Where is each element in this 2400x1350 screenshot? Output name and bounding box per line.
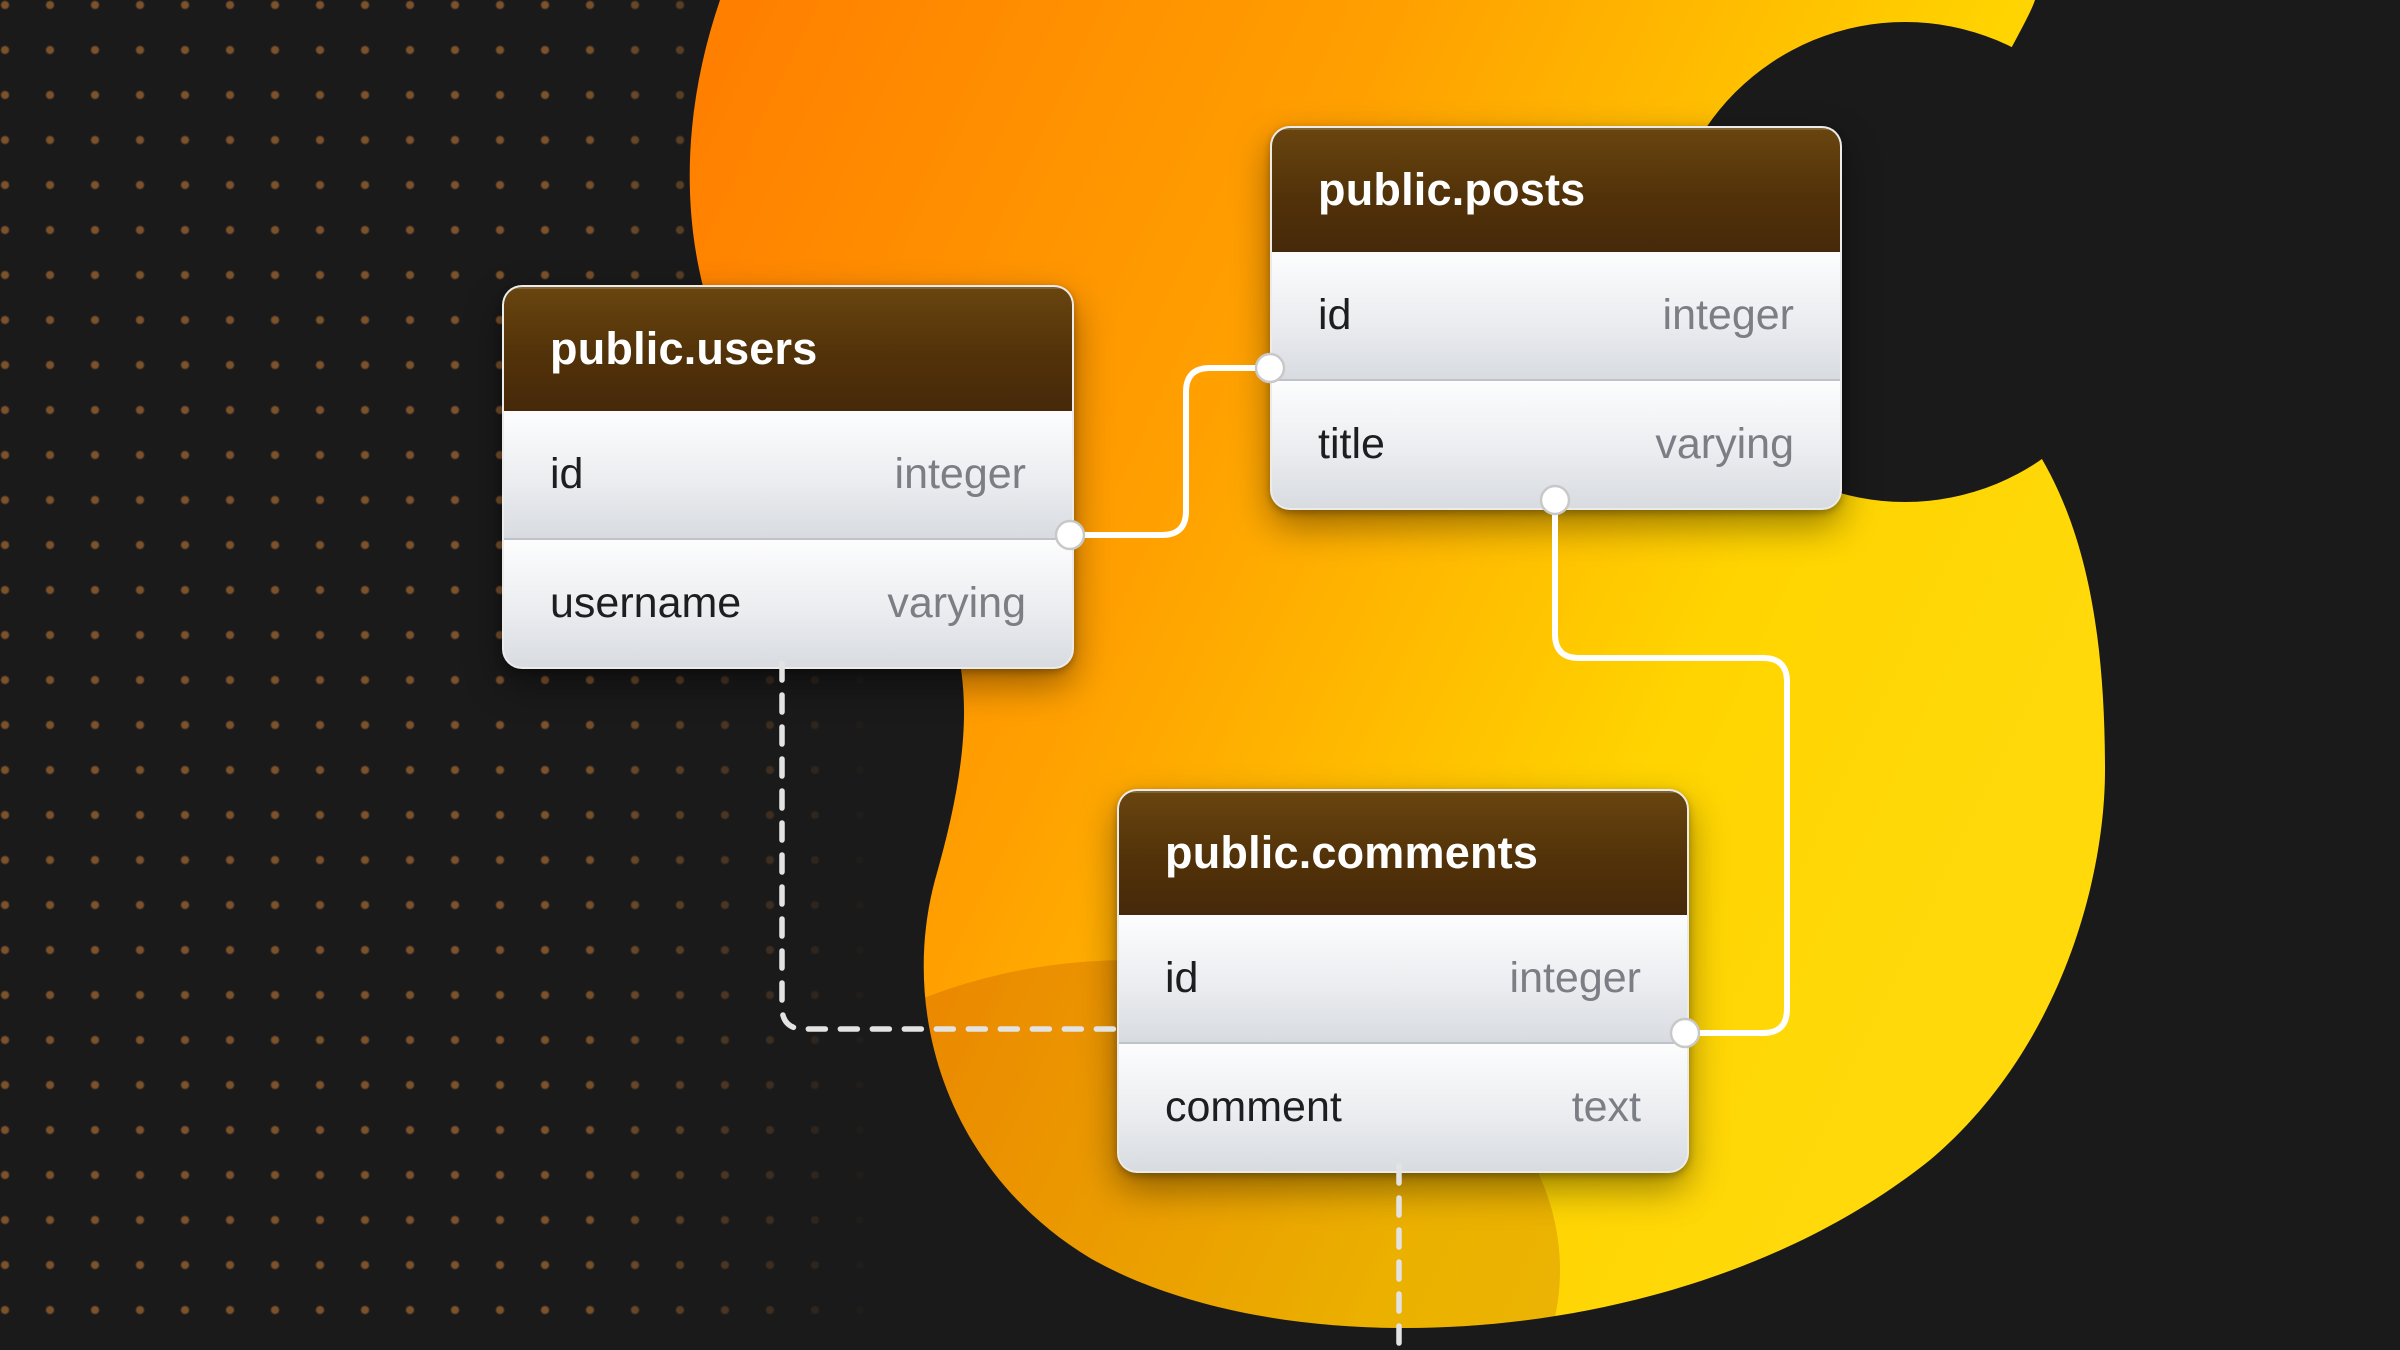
table-header[interactable]: public.posts bbox=[1272, 128, 1840, 252]
table-row[interactable]: id integer bbox=[1119, 915, 1687, 1042]
column-name: id bbox=[550, 450, 584, 498]
column-type: varying bbox=[1655, 420, 1794, 468]
column-type: integer bbox=[1509, 954, 1641, 1002]
column-type: text bbox=[1571, 1083, 1641, 1131]
table-row[interactable]: username varying bbox=[504, 538, 1072, 667]
table-row[interactable]: title varying bbox=[1272, 379, 1840, 508]
column-name: id bbox=[1318, 291, 1352, 339]
table-row[interactable]: id integer bbox=[504, 411, 1072, 538]
table-row[interactable]: comment text bbox=[1119, 1042, 1687, 1171]
column-name: title bbox=[1318, 420, 1385, 468]
column-name: id bbox=[1165, 954, 1199, 1002]
table-name: public.comments bbox=[1165, 827, 1539, 878]
column-type: integer bbox=[894, 450, 1026, 498]
table-header[interactable]: public.users bbox=[504, 287, 1072, 411]
column-name: username bbox=[550, 579, 742, 627]
table-row[interactable]: id integer bbox=[1272, 252, 1840, 379]
table-node-public-posts[interactable]: public.posts id integer title varying bbox=[1270, 126, 1842, 510]
column-name: comment bbox=[1165, 1083, 1342, 1131]
table-node-public-users[interactable]: public.users id integer username varying bbox=[502, 285, 1074, 669]
table-name: public.users bbox=[550, 323, 818, 374]
column-type: varying bbox=[887, 579, 1026, 627]
table-name: public.posts bbox=[1318, 164, 1586, 215]
table-header[interactable]: public.comments bbox=[1119, 791, 1687, 915]
table-node-public-comments[interactable]: public.comments id integer comment text bbox=[1117, 789, 1689, 1173]
column-type: integer bbox=[1662, 291, 1794, 339]
